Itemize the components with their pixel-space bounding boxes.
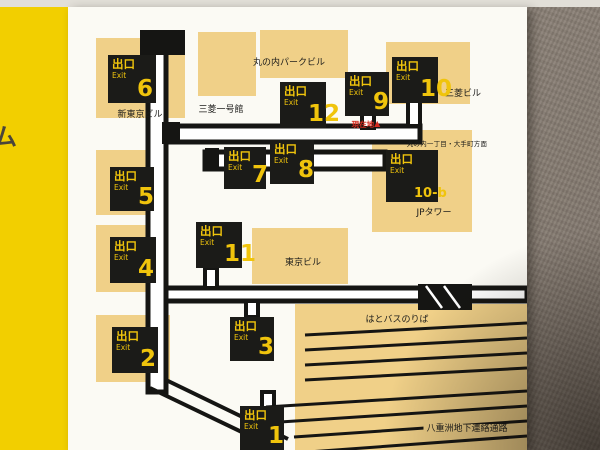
exit-number: 4 (138, 256, 155, 282)
exit-label-jp: 出口 (200, 224, 223, 238)
exit-number: 1 (268, 423, 285, 449)
exit-label-jp: 出口 (114, 169, 137, 183)
exit-label-en: Exit (114, 183, 129, 193)
exit-number: 10 (420, 76, 453, 102)
exit-label-jp: 出口 (112, 57, 135, 71)
exit-number: 3 (258, 334, 275, 360)
exit-number: 7 (252, 162, 269, 188)
exit-number: 5 (138, 184, 155, 210)
building-block (252, 228, 348, 284)
building-block (198, 32, 256, 96)
exit-label-en: Exit (274, 156, 289, 166)
exit-label-jp: 出口 (284, 84, 307, 98)
exit-label-en: Exit (396, 73, 411, 83)
exit-label-en: Exit (112, 71, 127, 81)
exit-label-en: Exit (244, 422, 259, 432)
label-direction-marunouchi-otemachi: 丸の内一丁目・大手町方面 (406, 140, 488, 148)
label-mitsubishi-ichigokan: 三菱一号館 (198, 105, 244, 115)
exit-label-en: Exit (200, 238, 215, 248)
exit-number: 2 (140, 346, 157, 372)
exit-label-en: Exit (349, 88, 364, 98)
exit-label-en: Exit (234, 333, 249, 343)
current-location-text: 現在地 (351, 120, 375, 129)
exit-label-jp: 出口 (228, 149, 251, 163)
exit-number: 12 (308, 101, 341, 127)
label-mitsubishi-bldg: 三菱ビル (444, 89, 482, 99)
exit-number: 10-b (414, 186, 447, 201)
photo-corner-shadow (380, 230, 600, 450)
exit-map-panel: 丸の内パークビル 三菱ビル 新東京ビル 三菱一号館 JPタワー 東京ビル はとバ… (68, 7, 527, 450)
exit-label-en: Exit (114, 253, 129, 263)
exit-label-jp: 出口 (234, 319, 257, 333)
exit-label-en: Exit (228, 163, 243, 173)
exit-label-en: Exit (284, 98, 299, 108)
exit-number: 11 (224, 241, 257, 267)
label-tokyo-bldg: 東京ビル (284, 258, 322, 268)
partial-sign-character: ム (0, 123, 17, 151)
current-location-marker: 現在地▲ (352, 120, 381, 129)
exit-label-en: Exit (116, 343, 131, 353)
exit-label-jp: 出口 (114, 239, 137, 253)
exit-label-jp: 出口 (390, 152, 413, 166)
exit-label-jp: 出口 (116, 329, 139, 343)
exit-number: 8 (298, 157, 315, 183)
label-shin-tokyo-bldg: 新東京ビル (117, 110, 163, 120)
ceiling-strip (0, 0, 600, 7)
exit-number: 9 (373, 89, 390, 115)
label-marunouchi-park-bldg: 丸の内パークビル (252, 58, 326, 68)
exit-label-jp: 出口 (349, 74, 372, 88)
exit-label-jp: 出口 (274, 142, 297, 156)
exit-label-jp: 出口 (396, 59, 419, 73)
current-location-triangle-icon: ▲ (374, 119, 381, 128)
label-jp-tower: JPタワー (416, 208, 452, 218)
exit-number: 6 (136, 76, 153, 102)
map-drawing (96, 30, 527, 450)
exit-label-jp: 出口 (244, 408, 267, 422)
building-block (260, 30, 348, 78)
yellow-side-band: ム (0, 7, 68, 450)
exit-label-en: Exit (390, 166, 405, 176)
